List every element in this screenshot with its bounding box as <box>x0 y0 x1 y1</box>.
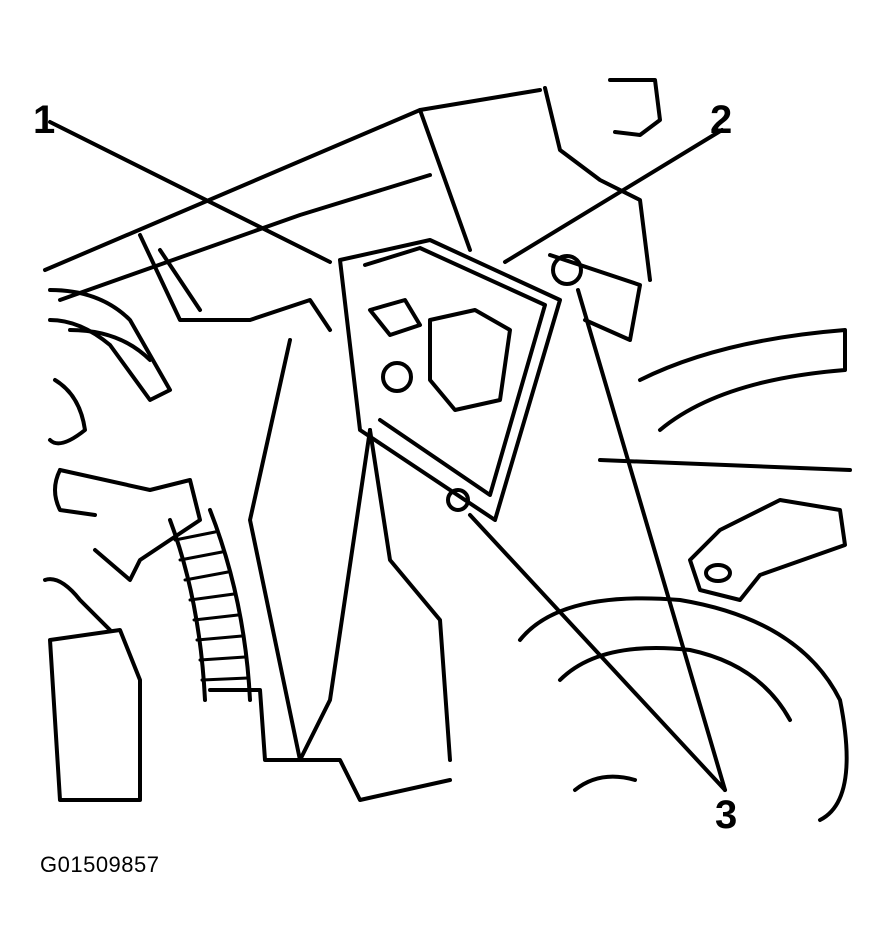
strut-line <box>418 108 472 252</box>
module-connector <box>428 308 512 412</box>
lower-plate <box>208 688 452 802</box>
left-housing-inner <box>48 378 87 446</box>
right-hose-lower <box>598 458 852 472</box>
module-tab <box>368 298 422 337</box>
hose-ribs <box>173 530 250 682</box>
callout-1: 1 <box>33 98 56 142</box>
upper-panel-line-2 <box>58 173 432 302</box>
lower-left-housing <box>48 628 142 802</box>
module-body <box>338 238 562 522</box>
pulley-inner <box>558 646 792 722</box>
left-curve <box>68 328 152 362</box>
module-face <box>363 246 547 497</box>
left-clamp-inner <box>53 468 97 517</box>
bracket-top <box>543 86 652 282</box>
leader-3b <box>468 513 727 792</box>
right-hose <box>638 328 847 432</box>
left-bracket-2 <box>158 248 202 312</box>
support-column <box>248 338 372 762</box>
upper-right-hook <box>608 78 662 137</box>
upper-bolt-tab <box>548 253 642 342</box>
callout-3: 3 <box>715 793 738 837</box>
pulley-groove <box>573 774 637 792</box>
leader-2 <box>503 128 724 264</box>
upper-bolt <box>551 254 583 286</box>
lower-left-housing-2 <box>43 577 112 632</box>
left-clamp <box>58 468 202 582</box>
left-bracket <box>138 233 332 332</box>
pulley <box>518 596 849 822</box>
leader-1 <box>48 120 332 264</box>
left-housing <box>48 288 172 402</box>
figure-id: G01509857 <box>40 852 160 877</box>
corrugated-hose <box>168 518 207 702</box>
module-bolt-left <box>381 361 413 393</box>
callout-2: 2 <box>710 98 733 142</box>
support-column-2 <box>368 428 452 762</box>
leader-3a <box>576 288 727 792</box>
lower-bolt <box>446 488 470 512</box>
right-fitting-hole <box>704 563 732 583</box>
right-fitting <box>688 498 847 602</box>
corrugated-hose-2 <box>208 508 252 702</box>
